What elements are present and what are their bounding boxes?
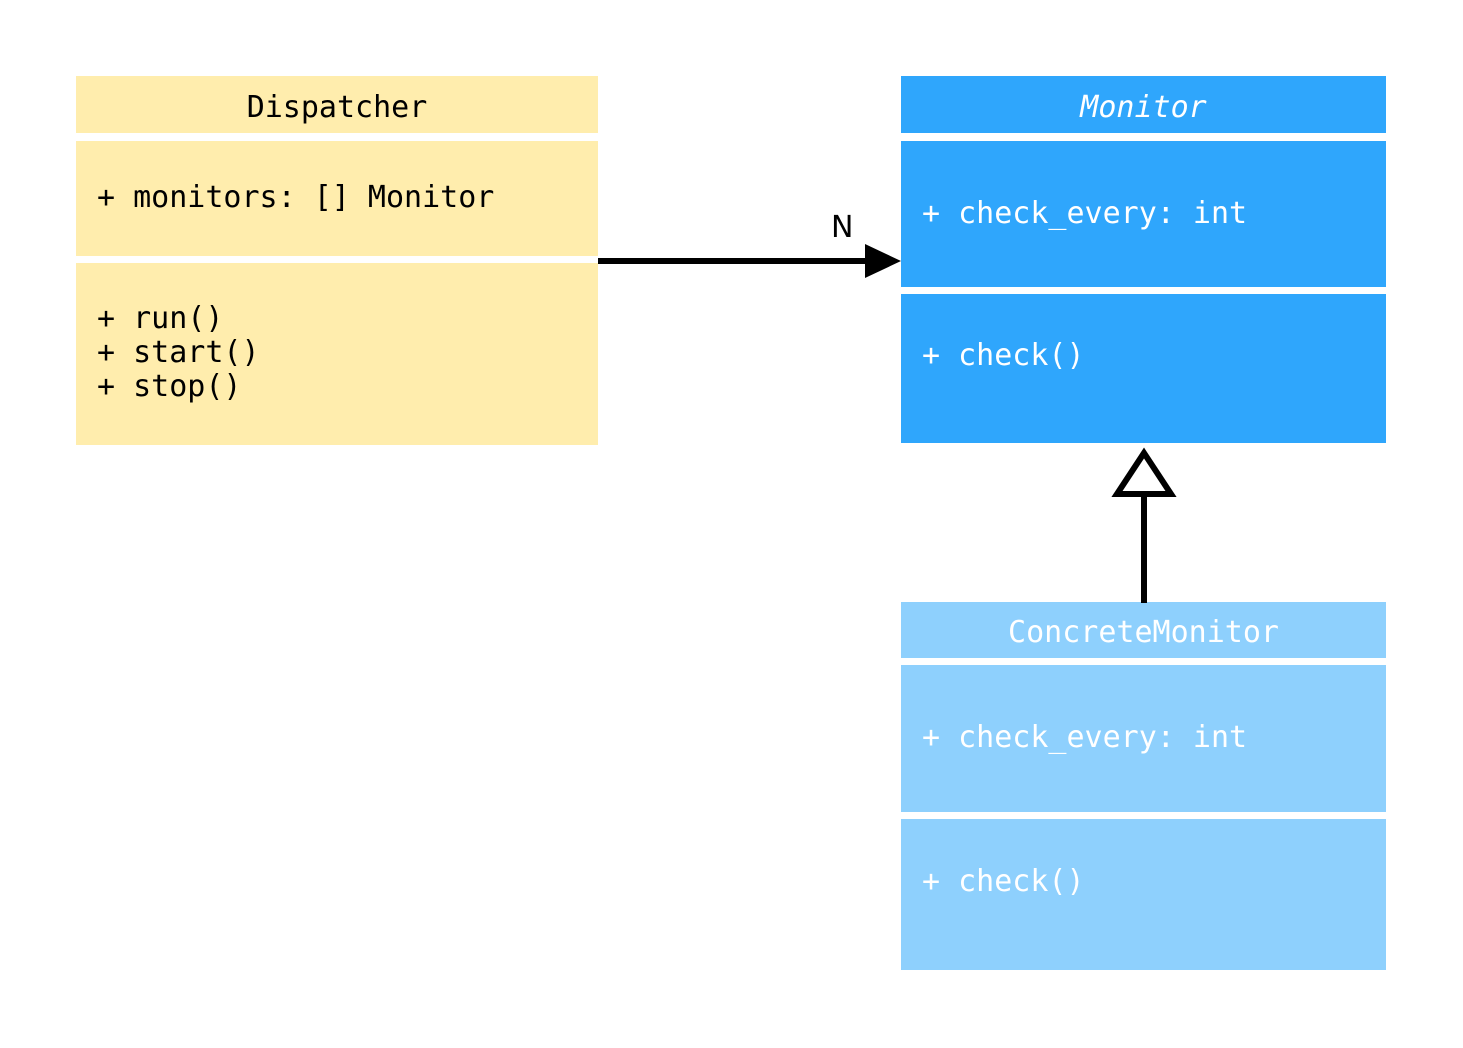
method-row: + check(): [922, 864, 1085, 899]
class-methods-compartment-monitor: + check(): [901, 294, 1386, 443]
attribute-row: + check_every: int: [922, 196, 1248, 231]
class-name-concrete-monitor: ConcreteMonitor: [1008, 615, 1279, 650]
class-methods-compartment-concrete-monitor: + check(): [901, 819, 1386, 970]
method-row: + check(): [922, 338, 1085, 373]
class-box-monitor[interactable]: Monitor + check_every: int + check(): [901, 76, 1386, 443]
method-row: + run(): [97, 301, 224, 336]
hollow-triangle-arrowhead-icon: [1111, 447, 1177, 497]
class-methods-compartment-dispatcher: + run() + start() + stop(): [76, 263, 598, 445]
class-name-monitor: Monitor: [1080, 90, 1207, 125]
class-name-dispatcher: Dispatcher: [246, 90, 428, 125]
class-attributes-compartment-monitor: + check_every: int: [901, 141, 1386, 287]
filled-triangle-arrowhead-icon: [865, 244, 901, 278]
method-row: + stop(): [97, 369, 242, 404]
attribute-row: + monitors: [] Monitor: [97, 180, 495, 215]
class-title-compartment-concrete-monitor: ConcreteMonitor: [901, 602, 1386, 658]
attribute-row: + check_every: int: [922, 720, 1248, 755]
generalization-concrete-monitor-to-monitor[interactable]: [1105, 443, 1185, 605]
class-title-compartment-dispatcher: Dispatcher: [76, 76, 598, 133]
method-row: + start(): [97, 335, 260, 370]
class-box-dispatcher[interactable]: Dispatcher + monitors: [] Monitor + run(…: [76, 76, 598, 445]
class-attributes-compartment-dispatcher: + monitors: [] Monitor: [76, 141, 598, 256]
class-attributes-compartment-concrete-monitor: + check_every: int: [901, 665, 1386, 812]
association-dispatcher-to-monitor[interactable]: [590, 230, 910, 300]
class-box-concrete-monitor[interactable]: ConcreteMonitor + check_every: int + che…: [901, 602, 1386, 970]
class-title-compartment-monitor: Monitor: [901, 76, 1386, 133]
association-multiplicity-label: N: [831, 210, 854, 245]
